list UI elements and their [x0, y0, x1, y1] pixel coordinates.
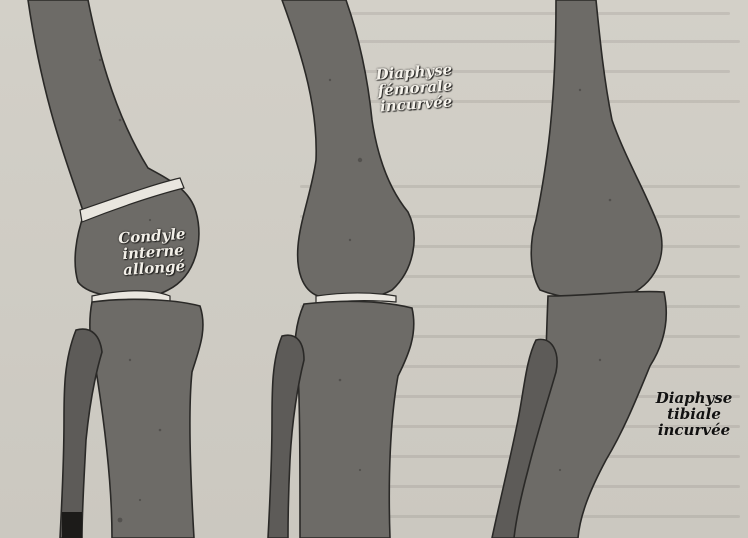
- middle-tibia: [295, 301, 414, 538]
- label-diaphyse-femorale: Diaphyse fémorale incurvée: [358, 60, 471, 116]
- left-tibia-cut-mark: [62, 512, 82, 538]
- right-knee: [492, 0, 666, 538]
- right-femur: [531, 0, 662, 300]
- left-fibula: [60, 329, 102, 538]
- left-tibia: [90, 299, 203, 538]
- label-condyle-interne: Condyle interne allongé: [106, 225, 199, 279]
- label-diaphyse-tibiale: Diaphyse tibiale incurvée: [640, 390, 748, 438]
- middle-fibula: [268, 335, 304, 538]
- middle-femur: [282, 0, 414, 300]
